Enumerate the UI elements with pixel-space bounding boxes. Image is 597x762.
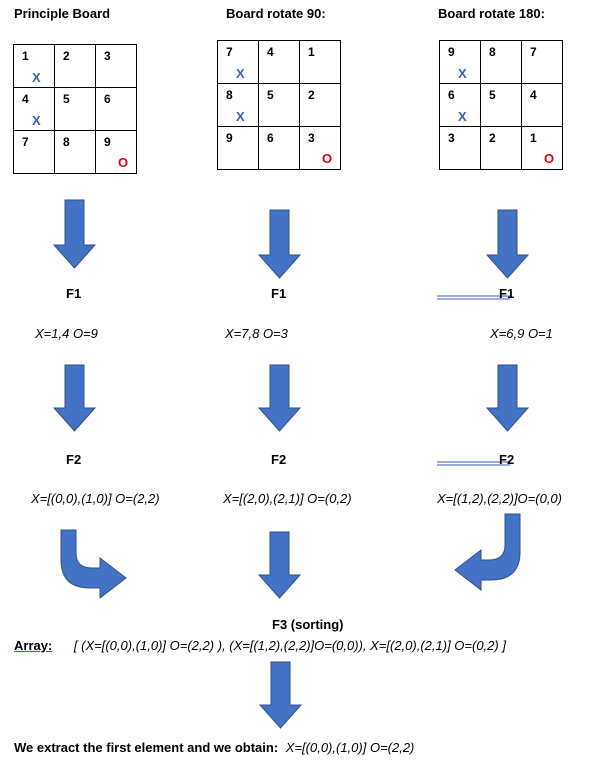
down-arrow-icon bbox=[257, 531, 302, 599]
cell-number: 1 bbox=[530, 131, 537, 145]
cell-number: 2 bbox=[489, 131, 496, 145]
array-row: Array: [ (X=[(0,0),(1,0)] O=(2,2) ), (X=… bbox=[14, 638, 506, 653]
board-cell: 2 bbox=[299, 83, 341, 127]
cell-number: 3 bbox=[308, 131, 315, 145]
down-arrow-icon bbox=[258, 661, 303, 729]
cell-number: 6 bbox=[104, 92, 111, 106]
cell-number: 4 bbox=[22, 92, 29, 106]
final-value: X=[(0,0),(1,0)] O=(2,2) bbox=[285, 740, 415, 755]
board-cell: 2 bbox=[480, 126, 522, 170]
board-title-rotate-180: Board rotate 180: bbox=[438, 6, 545, 21]
f2-result: X=[(1,2),(2,2)]O=(0,0) bbox=[437, 491, 562, 506]
f3-label: F3 (sorting) bbox=[272, 617, 344, 632]
f1-result: X=6,9 O=1 bbox=[490, 326, 553, 341]
f2-result: X=[(0,0),(1,0)] O=(2,2) bbox=[31, 491, 160, 506]
cell-number: 5 bbox=[489, 88, 496, 102]
board-cell: 7 bbox=[13, 130, 55, 174]
array-label: Array: bbox=[14, 638, 53, 653]
cell-number: 5 bbox=[63, 92, 70, 106]
cell-number: 3 bbox=[448, 131, 455, 145]
cell-number: 8 bbox=[489, 45, 496, 59]
final-text: We extract the first element and we obta… bbox=[14, 740, 279, 755]
down-arrow-icon bbox=[257, 364, 302, 432]
down-arrow-icon bbox=[257, 209, 302, 279]
cell-number: 4 bbox=[267, 45, 274, 59]
board-title-principle: Principle Board bbox=[14, 6, 111, 21]
final-row: We extract the first element and we obta… bbox=[14, 740, 414, 755]
down-arrow-icon bbox=[52, 364, 97, 432]
cell-number: 7 bbox=[226, 45, 233, 59]
cell-number: 9 bbox=[104, 135, 111, 149]
curved-arrow-left-icon bbox=[454, 513, 521, 592]
array-value: [ (X=[(0,0),(1,0)] O=(2,2) ), (X=[(1,2),… bbox=[73, 638, 506, 653]
o-mark: O bbox=[118, 155, 129, 170]
cell-number: 9 bbox=[226, 131, 233, 145]
board-cell: 3 bbox=[439, 126, 481, 170]
cell-number: 1 bbox=[22, 49, 29, 63]
o-mark: O bbox=[322, 151, 333, 166]
board-cell: 9 bbox=[217, 126, 259, 170]
f1-result: X=1,4 O=9 bbox=[35, 326, 98, 341]
board-title-rotate-90: Board rotate 90: bbox=[226, 6, 326, 21]
x-mark: X bbox=[236, 66, 245, 81]
f1-result: X=7,8 O=3 bbox=[225, 326, 288, 341]
board-cell: 2 bbox=[54, 44, 96, 88]
x-mark: X bbox=[458, 109, 467, 124]
f1-label: F1 bbox=[271, 286, 287, 301]
cell-number: 2 bbox=[63, 49, 70, 63]
f2-label: F2 bbox=[271, 452, 287, 467]
board-cell: 5 bbox=[54, 87, 96, 131]
cell-number: 4 bbox=[530, 88, 537, 102]
x-mark: X bbox=[32, 113, 41, 128]
board-cell: 8 bbox=[480, 40, 522, 84]
down-arrow-icon bbox=[485, 364, 530, 432]
board-cell: 1 bbox=[299, 40, 341, 84]
cell-number: 9 bbox=[448, 45, 455, 59]
cell-number: 3 bbox=[104, 49, 111, 63]
cell-number: 8 bbox=[63, 135, 70, 149]
f1-label: F1 bbox=[499, 286, 515, 301]
cell-number: 7 bbox=[530, 45, 537, 59]
x-mark: X bbox=[236, 109, 245, 124]
f2-label: F2 bbox=[499, 452, 515, 467]
f2-label: F2 bbox=[66, 452, 82, 467]
cell-number: 1 bbox=[308, 45, 315, 59]
curved-arrow-right-icon bbox=[60, 529, 127, 600]
cell-number: 5 bbox=[267, 88, 274, 102]
x-mark: X bbox=[458, 66, 467, 81]
down-arrow-icon bbox=[52, 199, 97, 269]
o-mark: O bbox=[544, 151, 555, 166]
cell-number: 7 bbox=[22, 135, 29, 149]
cell-number: 2 bbox=[308, 88, 315, 102]
board-cell: 7 bbox=[521, 40, 563, 84]
cell-number: 6 bbox=[267, 131, 274, 145]
cell-number: 8 bbox=[226, 88, 233, 102]
x-mark: X bbox=[32, 70, 41, 85]
down-arrow-icon bbox=[485, 209, 530, 279]
f1-label: F1 bbox=[66, 286, 82, 301]
cell-number: 6 bbox=[448, 88, 455, 102]
board-cell: 6 bbox=[95, 87, 137, 131]
f2-result: X=[(2,0),(2,1)] O=(0,2) bbox=[223, 491, 352, 506]
